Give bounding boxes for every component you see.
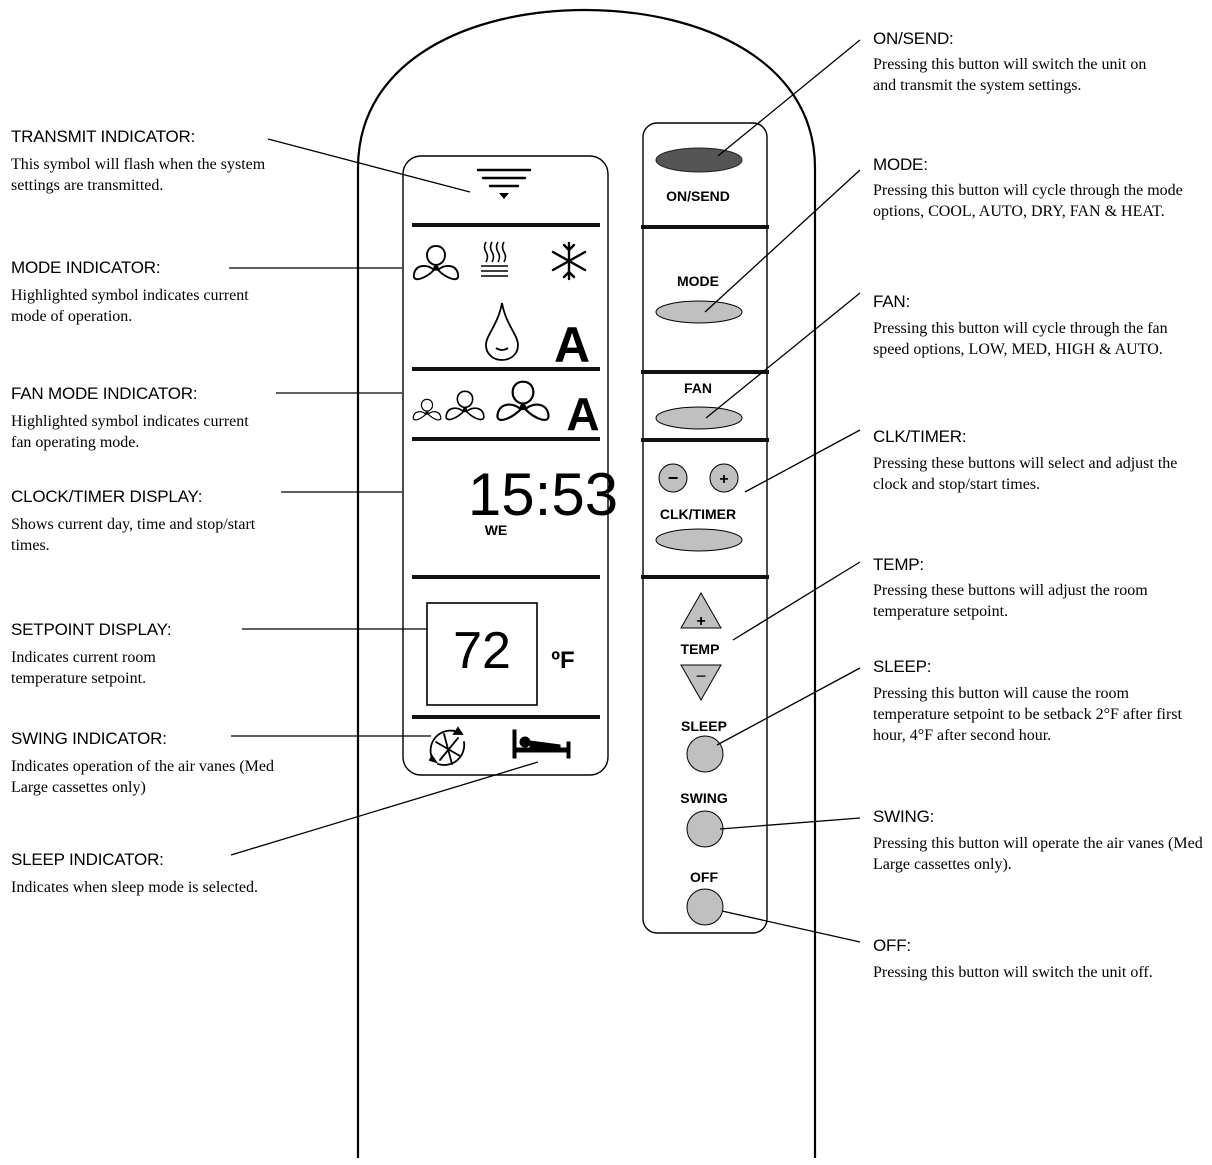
swing-title: SWING: (873, 807, 935, 826)
lcd-panel: A A 15:53 WE 72 ºF (402, 155, 618, 776)
leader-fanbtn (705, 292, 861, 419)
clk-timer-label: CLK/TIMER (660, 506, 736, 522)
swing-label: SWING (680, 790, 728, 806)
clk-minus-label: − (668, 468, 679, 488)
sleep-title: SLEEP: (873, 657, 932, 676)
temp-down-button[interactable] (680, 664, 722, 702)
swing-indicator-title: SWING INDICATOR: (11, 729, 167, 748)
clock-timer-display-title: CLOCK/TIMER DISPLAY: (11, 487, 203, 506)
fan-button[interactable] (655, 406, 743, 430)
clock-day: WE (485, 522, 508, 538)
fan-desc: Pressing this button will cycle through … (873, 320, 1168, 358)
mode-button[interactable] (655, 300, 743, 324)
leader-modebtn (704, 169, 861, 313)
setpoint-display-desc: Indicates current room temperature setpo… (11, 649, 156, 687)
transmit-indicator-title: TRANSMIT INDICATOR: (11, 127, 196, 146)
leader-offbtn (721, 910, 861, 943)
leader-transmit (267, 138, 471, 193)
sleep-button[interactable] (686, 735, 724, 773)
auto-mode-letter: A (554, 317, 590, 373)
clk-plus-label: + (719, 471, 728, 488)
mode-indicator-title: MODE INDICATOR: (11, 258, 161, 277)
fan-auto-letter: A (566, 388, 599, 440)
button-divider (641, 225, 769, 229)
onsend-button[interactable] (655, 147, 743, 173)
temp-title: TEMP: (873, 555, 924, 574)
mode-label: MODE (677, 273, 719, 289)
lcd-divider (412, 367, 600, 371)
clock-time: 15:53 (468, 461, 618, 528)
sleep-indicator-desc: Indicates when sleep mode is selected. (11, 879, 259, 896)
leader-onsend (717, 39, 861, 157)
fan-mode-indicator-desc: Highlighted symbol indicates current fan… (11, 413, 249, 451)
cool-mode-snowflake-icon (551, 241, 587, 281)
temp-up-label: + (696, 613, 705, 630)
temp-up-button[interactable] (680, 591, 722, 629)
dry-mode-drop-icon (485, 302, 519, 361)
lcd-divider (412, 437, 600, 441)
temp-down-label: − (696, 666, 707, 686)
onsend-label: ON/SEND (666, 188, 730, 204)
lcd-divider (412, 715, 600, 719)
mode-title: MODE: (873, 155, 928, 174)
temp-desc: Pressing these buttons will adjust the r… (873, 582, 1148, 620)
swing-button[interactable] (686, 810, 724, 848)
clk-timer-desc: Pressing these buttons will select and a… (873, 455, 1178, 493)
clk-timer-title: CLK/TIMER: (873, 427, 967, 446)
temp-label: TEMP (681, 641, 720, 657)
clk-timer-button[interactable] (655, 528, 743, 552)
onsend-desc: Pressing this button will switch the uni… (873, 56, 1147, 94)
sleep-desc: Pressing this button will cause the room… (873, 685, 1182, 744)
swing-icon (428, 726, 466, 766)
lcd-divider (412, 223, 600, 227)
off-label: OFF (690, 869, 718, 885)
fan-mode-indicator-title: FAN MODE INDICATOR: (11, 384, 198, 403)
onsend-title: ON/SEND: (873, 29, 954, 48)
clock-timer-display-desc: Shows current day, time and stop/start t… (11, 516, 256, 554)
setpoint-unit: ºF (551, 647, 574, 674)
clk-minus-button[interactable] (658, 463, 688, 493)
setpoint-display-title: SETPOINT DISPLAY: (11, 620, 172, 639)
buttons-panel: ON/SEND MODE FAN − + CLK/TIMER + TEMP − … (641, 122, 769, 934)
swing-desc: Pressing this button will operate the ai… (873, 835, 1203, 873)
leader-lines (229, 39, 861, 943)
button-divider (641, 575, 769, 579)
heat-mode-icon (481, 241, 508, 277)
sleep-indicator-title: SLEEP INDICATOR: (11, 850, 164, 869)
sleep-label: SLEEP (681, 718, 727, 734)
leader-temp (732, 561, 861, 641)
off-title: OFF: (873, 936, 911, 955)
mode-indicator-desc: Highlighted symbol indicates current mod… (11, 287, 249, 325)
swing-indicator-desc: Indicates operation of the air vanes (Me… (11, 758, 275, 796)
leader-clk (744, 429, 861, 493)
off-desc: Pressing this button will switch the uni… (873, 964, 1153, 981)
button-divider (641, 370, 769, 374)
clk-plus-button[interactable] (709, 463, 739, 493)
off-button[interactable] (686, 888, 724, 926)
setpoint-box (426, 602, 538, 706)
transmit-icon (476, 168, 532, 199)
lcd-divider (412, 575, 600, 579)
leader-swingbtn (719, 817, 861, 830)
fan-label: FAN (684, 380, 712, 396)
setpoint-value: 72 (453, 622, 511, 680)
fan-title: FAN: (873, 292, 910, 311)
transmit-indicator-desc: This symbol will flash when the system s… (11, 156, 266, 194)
button-divider (641, 438, 769, 442)
sleep-bed-icon (512, 729, 571, 759)
leader-sleep (230, 761, 539, 856)
mode-desc: Pressing this button will cycle through … (873, 182, 1183, 220)
leader-sleepbtn (716, 667, 861, 746)
